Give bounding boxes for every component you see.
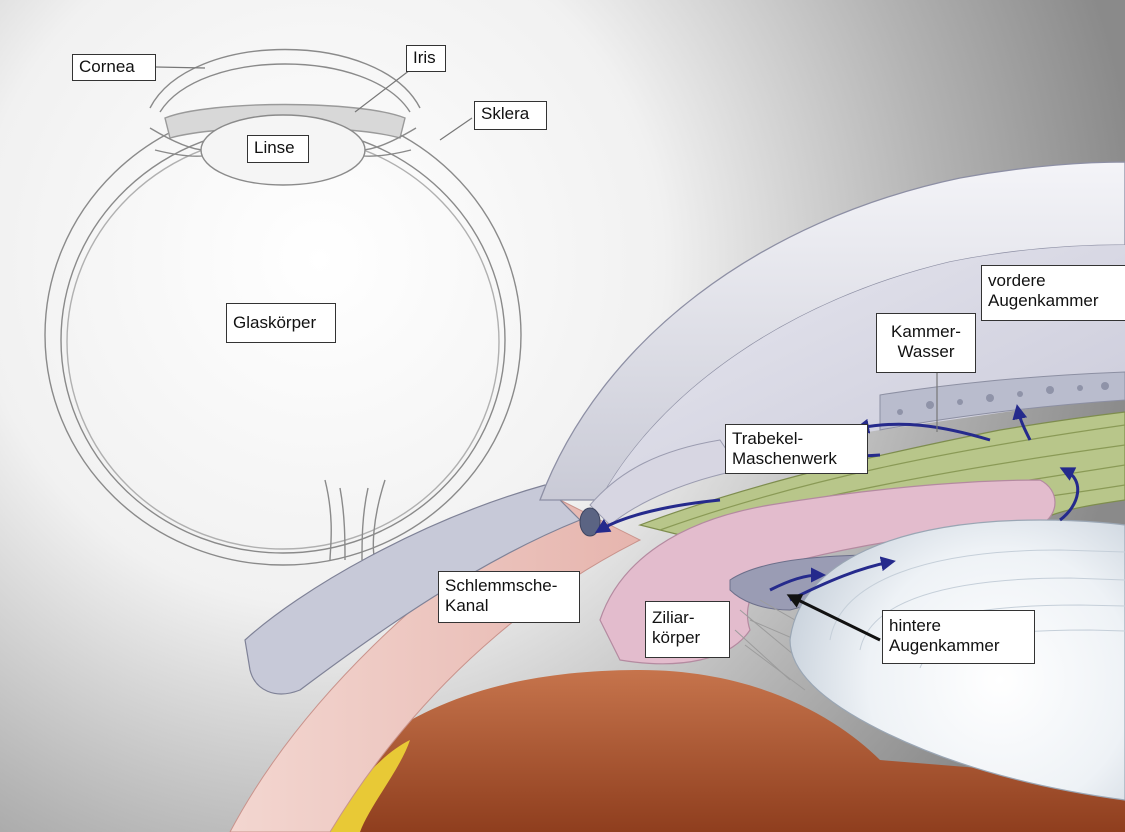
schlemm-canal — [580, 508, 600, 536]
label-vordere-augenkammer: vordere Augenkammer — [981, 265, 1125, 321]
label-glaskoerper: Glaskörper — [226, 303, 336, 343]
label-sklera: Sklera — [474, 101, 547, 130]
label-hintere-augenkammer: hintere Augenkammer — [882, 610, 1035, 664]
label-schlemm: Schlemmsche- Kanal — [438, 571, 580, 623]
label-cornea: Cornea — [72, 54, 156, 81]
label-iris: Iris — [406, 45, 446, 72]
label-trabekel: Trabekel- Maschenwerk — [725, 424, 868, 474]
label-linse: Linse — [247, 135, 309, 163]
label-kammerwasser: Kammer- Wasser — [876, 313, 976, 373]
label-ziliar: Ziliar- körper — [645, 601, 730, 658]
